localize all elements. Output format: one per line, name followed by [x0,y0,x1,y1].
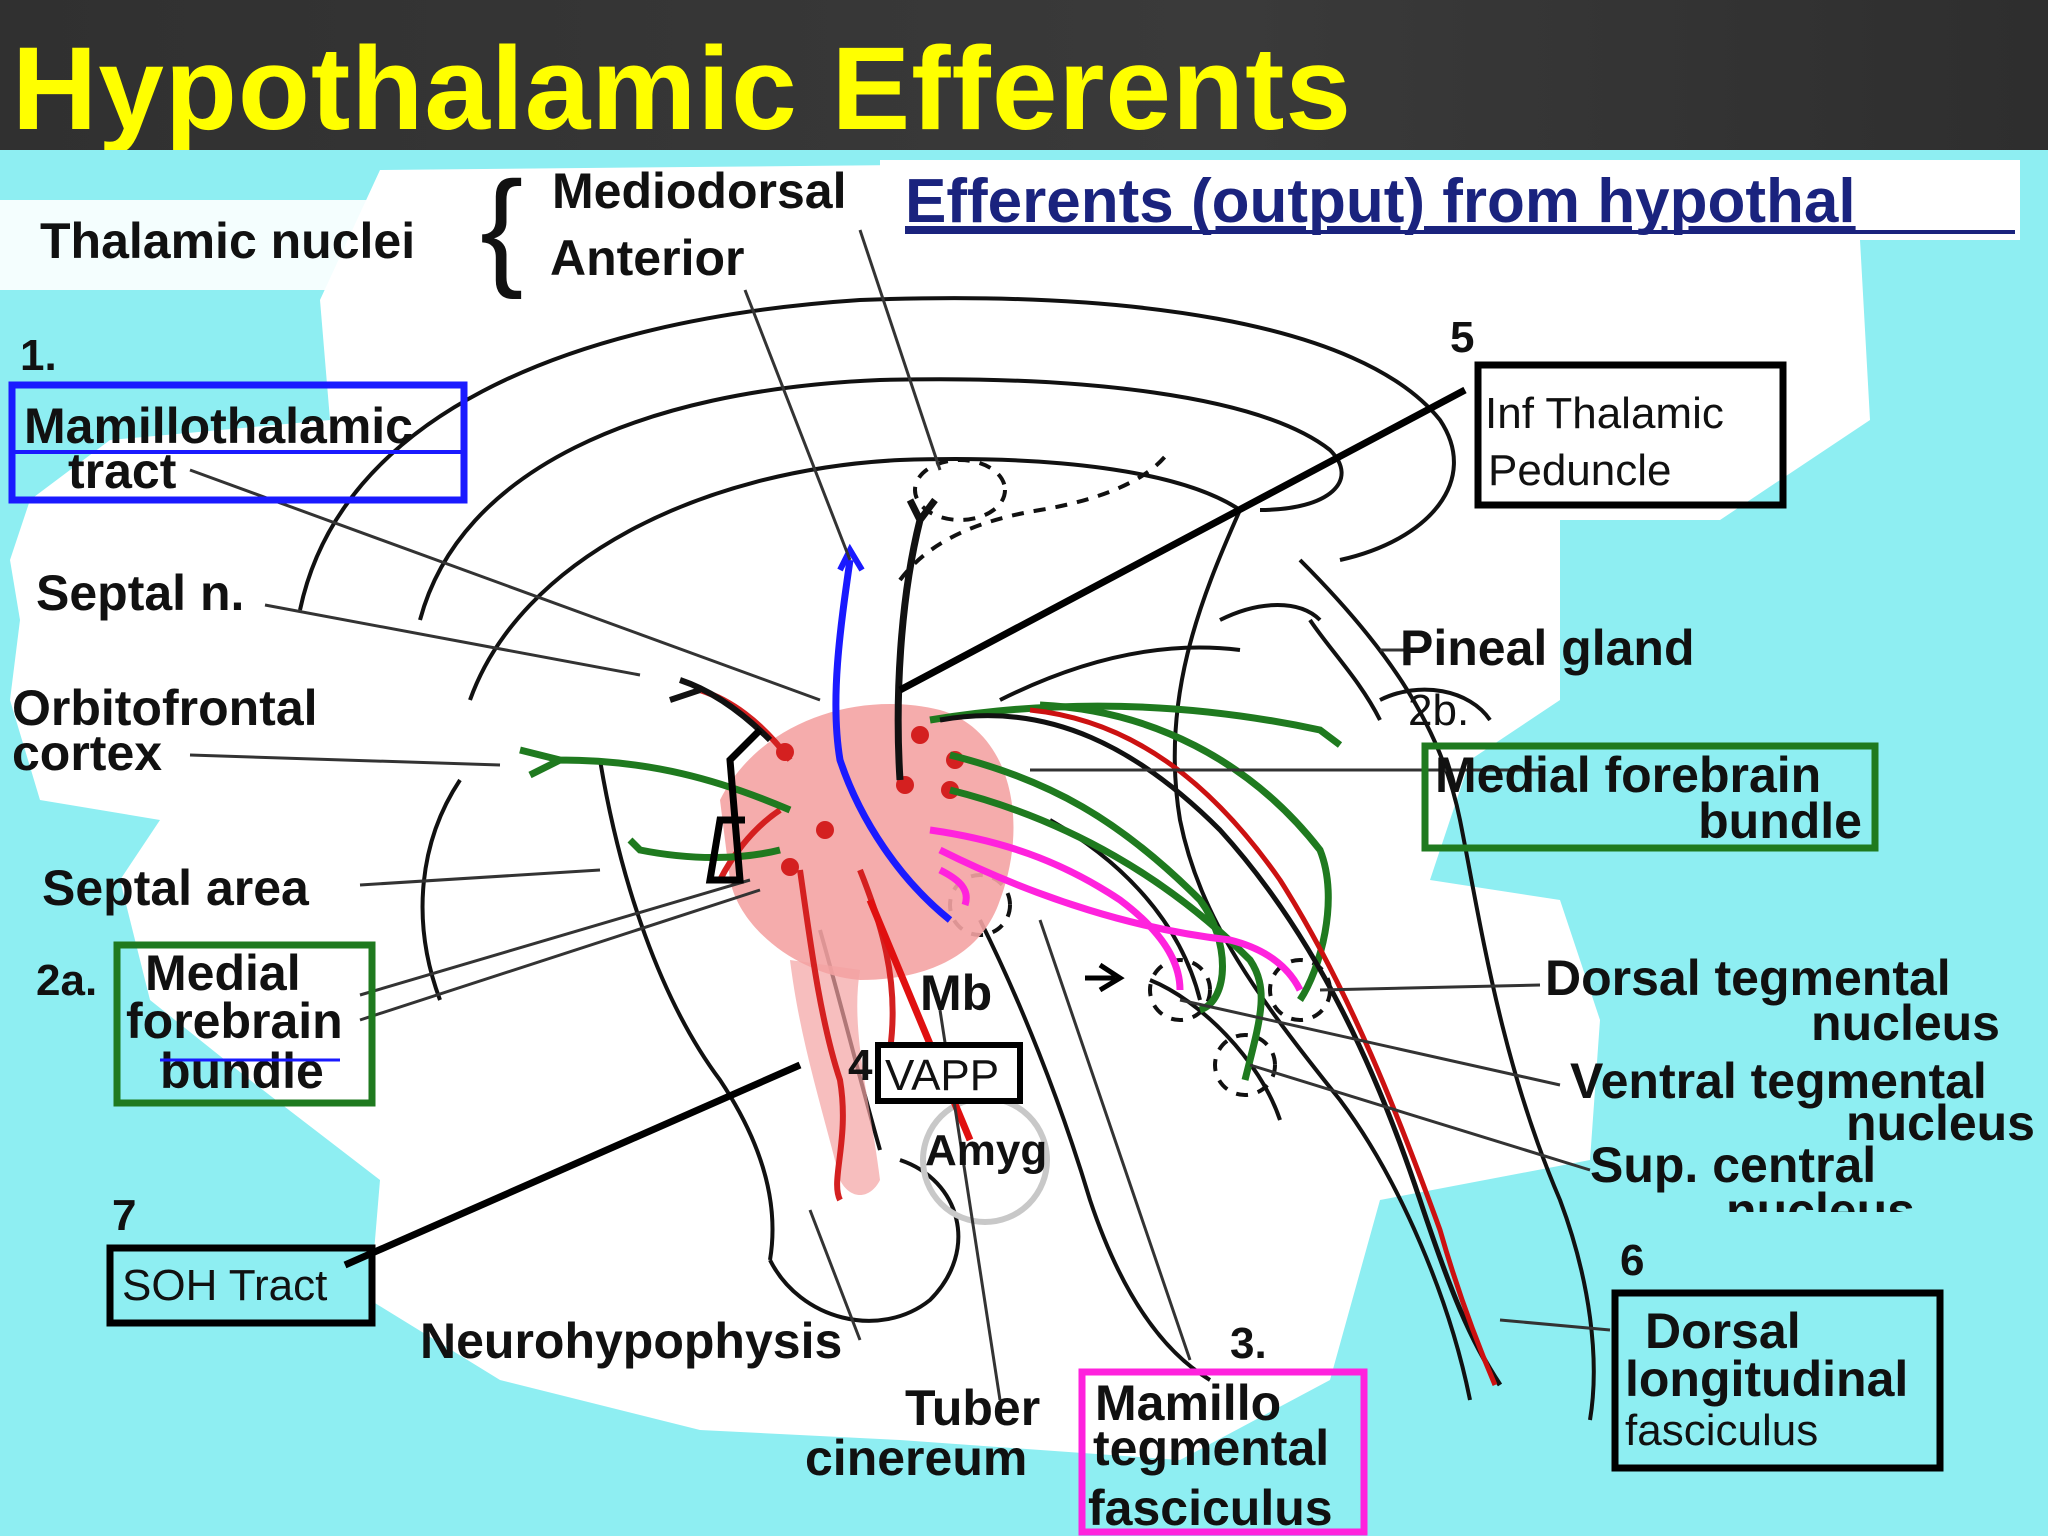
mfb-2a-box [113,941,376,1107]
dorsal-tegmental-line1: Dorsal tegmental [1545,950,1951,1006]
vapp-label: VAPP [885,1051,999,1100]
dlf-line1: Dorsal [1645,1303,1801,1359]
label-num-2a: 2a. [36,956,97,1005]
label-num-4: 4 [848,1041,873,1090]
ventral-tegmental-line2: nucleus [1846,1095,2035,1151]
neurohypophysis-label: Neurohypophysis [420,1313,842,1369]
ventral-tegmental-line1: Ventral tegmental [1570,1053,1987,1109]
tuber-label-line2: cinereum [805,1430,1027,1486]
hypothalamus-stalk [790,960,880,1195]
tuber-label-line1: Tuber [905,1380,1040,1436]
dlf-red-edge [1029,707,1498,1386]
inf-thalamic-peduncle-line1: Inf Thalamic [1485,389,1724,438]
septal-area-label: Septal area [42,860,310,916]
efferents-header-link[interactable]: Efferents (output) from hypothal [905,167,1856,236]
dlf-line2: longitudinal [1625,1351,1908,1407]
label-num-7: 7 [112,1191,136,1240]
sup-central-line1: Sup. central [1590,1137,1876,1193]
pineal-gland-label: Pineal gland [1400,620,1695,676]
header-white-strip [880,160,2020,240]
orbitofrontal-label-line1: Orbitofrontal [12,680,318,736]
left-white-strip [0,200,520,290]
mamillotegmental-fibers [929,826,1304,992]
thalamic-nuclei-label: Thalamic nuclei [40,213,415,269]
amygdala-label: Amyg [925,1126,1047,1175]
mamillothalamic-label-line1: Mamillothalamic [24,398,413,454]
slide-title: Hypothalamic Efferents [12,23,1352,155]
inf-thalamic-peduncle-leader [898,386,1467,694]
mamillothalamic-fork [837,543,865,572]
inf-thalamic-peduncle-box [1474,361,1787,509]
mfb-2b-line2: bundle [1698,793,1862,849]
sup-central-mask [1700,1212,1940,1242]
inf-thalamic-peduncle-line2: Peduncle [1488,446,1671,495]
dlf-box [1611,1289,1944,1472]
mfb-2a-line1: Medial [145,945,301,1001]
mamillotegmental-line3: fasciculus [1088,1480,1333,1536]
mamillotegmental-line1: Mamillo [1095,1375,1281,1431]
vapp-box [875,1042,1023,1104]
brain-outline [298,296,1596,1421]
soh-tract-box [106,1244,376,1327]
dorsal-tegmental-line2: nucleus [1811,995,2000,1051]
mb-label: Mb [920,965,992,1021]
dlf-line3: fasciculus [1625,1406,1818,1455]
label-num-5: 5 [1450,313,1474,362]
soh-tract-leader [343,1061,802,1269]
soh-tract-label: SOH Tract [122,1261,327,1310]
mfb-2b-line1: Medial forebrain [1435,747,1821,803]
anterior-label: Anterior [550,230,744,286]
label-num-1: 1. [20,331,57,380]
mamillothalamic-label-line2: tract [68,443,177,499]
mamillothalamic-box [8,381,468,504]
septal-n-label: Septal n. [36,565,244,621]
hypothalamic-efferents-diagram: Thalamic nuclei { Mediodorsal Anterior E… [0,150,2048,1536]
mamillotegmental-box [1078,1368,1368,1536]
label-num-6: 6 [1620,1236,1644,1285]
mfb-2a-line2: forebrain [126,993,343,1049]
black-fiber-mediodorsal [894,497,938,781]
mediodorsal-label: Mediodorsal [552,163,846,219]
septal-hook [705,727,763,884]
mamillothalamic-tract-fiber [832,559,953,923]
mb-arrow [1085,962,1125,993]
label-num-3: 3. [1230,1319,1267,1368]
mfb-2a-line3: bundle [160,1043,324,1099]
label-num-2b: 2b. [1408,686,1469,735]
thalamic-brace: { [480,154,523,300]
orbitofrontal-label-line2: cortex [12,725,162,781]
dorsal-longitudinal-fasciculus-fiber [939,713,1503,1387]
mfb-2b-box [1421,742,1879,852]
mamillotegmental-line2: tegmental [1093,1420,1329,1476]
title-bar: Hypothalamic Efferents [0,0,2048,160]
